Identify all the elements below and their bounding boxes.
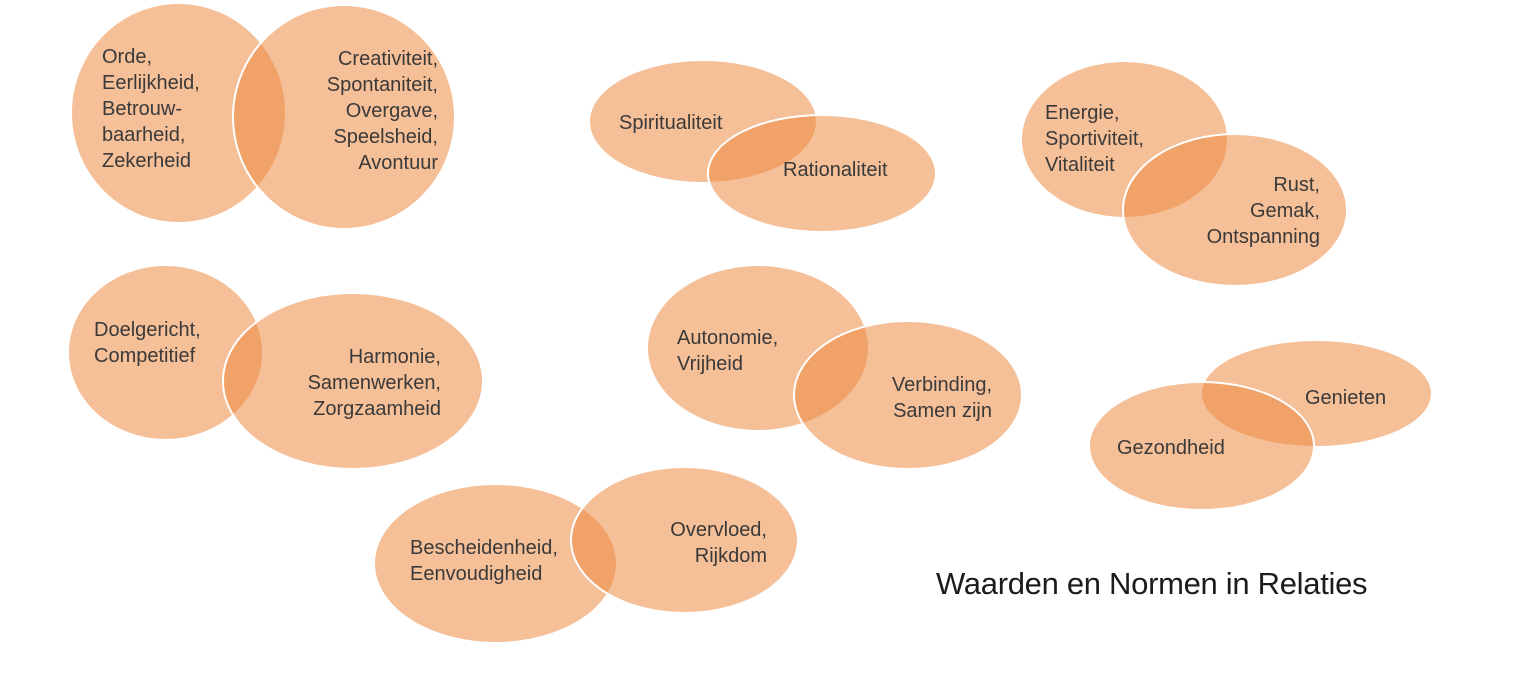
label-spiritualiteit: Spiritualiteit [619,112,723,134]
label-verbinding: Verbinding, Samen zijn [891,374,992,422]
label-doelgericht: Doelgericht, Competitief [94,319,201,367]
label-harmonie: Harmonie, Samenwerken, Zorgzaamheid [307,346,441,420]
label-gezondheid: Gezondheid [1117,437,1225,459]
ellipse-gezondheid [1088,381,1315,511]
label-genieten: Genieten [1305,387,1387,409]
label-energie: Energie, Sportiviteit, Vitaliteit [1045,102,1144,176]
ellipse-verbinding [793,320,1023,470]
label-creativiteit: Creativiteit, Spontaniteit, Overgave, Sp… [326,48,438,174]
ellipse-rationaliteit [707,114,937,233]
label-rationaliteit: Rationaliteit [783,159,888,181]
label-bescheidenheid: Bescheidenheid, Eenvoudigheid [410,537,558,585]
page-title: Waarden en Normen in Relaties [936,566,1368,601]
label-overvloed: Overvloed, Rijkdom [670,519,767,567]
ellipse-harmonie [222,292,484,470]
label-autonomie: Autonomie, Vrijheid [677,327,779,375]
ellipse-creativiteit [232,4,456,230]
label-rust: Rust, Gemak, Ontspanning [1206,174,1320,248]
ellipse-overvloed [570,466,799,614]
label-orde: Orde, Eerlijkheid, Betrouw- baarheid, Ze… [102,46,200,172]
ellipse-rust [1122,133,1348,287]
